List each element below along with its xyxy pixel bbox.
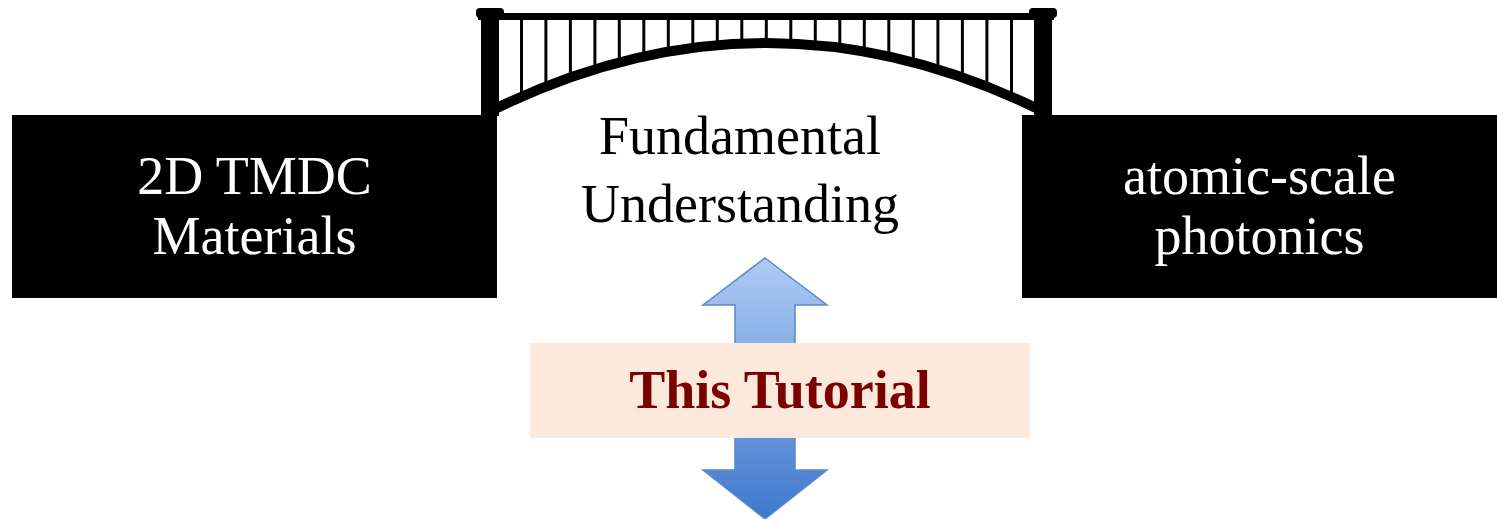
bridge-post-cap [1029,8,1057,18]
bridge-hanger [912,18,915,62]
bridge-post [1034,12,1052,116]
bridge-post [481,12,499,116]
bridge-hanger [520,18,523,97]
bridge-hanger [642,18,645,56]
center-label: Fundamental Understanding [525,103,955,238]
bridge-post-cap [476,8,504,18]
node-text: 2D TMDC Materials [90,147,420,266]
bridge-hanger [593,18,596,69]
bridge-hanger [569,18,572,77]
bridge-arch [497,43,1036,108]
node-text: atomic-scale photonics [1075,147,1445,266]
material-box: 2D TMDC Materials [12,115,497,298]
application-box: atomic-scale photonics [1022,115,1497,298]
bridge-hanger [887,18,890,56]
tutorial-box: This Tutorial [530,343,1030,438]
bridge-hangers [522,18,1012,97]
bridge-hanger [1010,18,1013,97]
bridge-deck [478,13,1054,20]
bridge-hanger [544,18,547,87]
bridge-hanger [985,18,988,87]
bridge-hanger [618,18,621,62]
bridge-hanger [961,18,964,77]
bridge-hanger [936,18,939,69]
node-text: This Tutorial [629,359,931,421]
